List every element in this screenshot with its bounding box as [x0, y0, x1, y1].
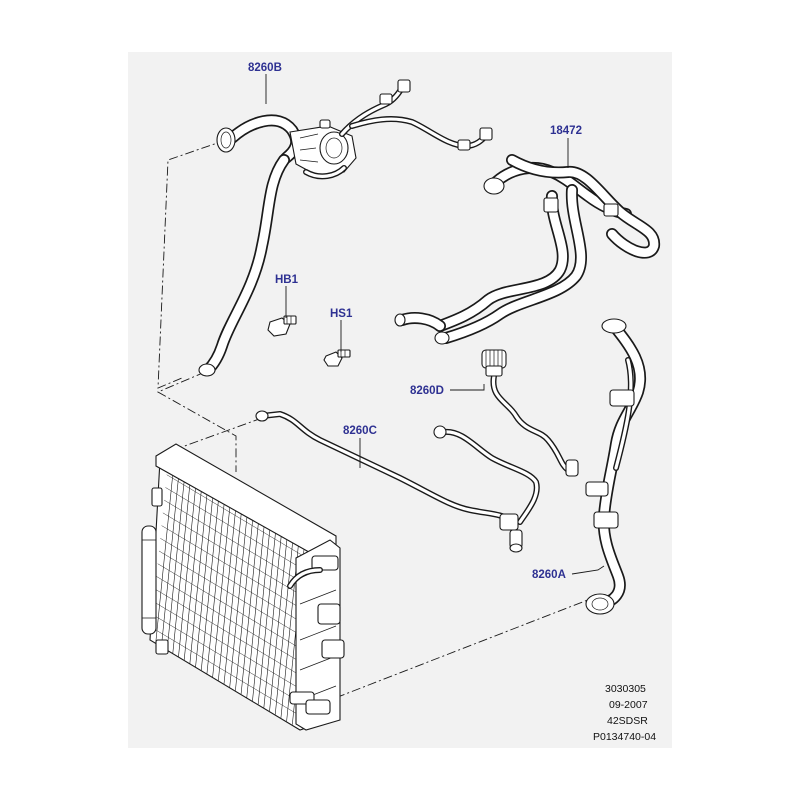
- callout-HB1[interactable]: HB1: [275, 274, 299, 286]
- radiator-fin-row: [160, 538, 309, 627]
- reference-line-2: 09-2007: [609, 699, 648, 711]
- hose-end-icon: [198, 363, 216, 377]
- clamp-icon: [216, 127, 236, 153]
- radiator[interactable]: [141, 443, 345, 731]
- radiator-fin-row: [157, 563, 306, 652]
- radiator-fin-row: [155, 588, 304, 678]
- callout-8260A[interactable]: 8260A: [532, 569, 566, 581]
- receiver-dryer-icon: [141, 525, 157, 635]
- reference-line-3: 42SDSR: [607, 715, 648, 727]
- callout-8260B[interactable]: 8260B: [248, 62, 282, 74]
- radiator-fin-row: [158, 550, 308, 640]
- callout-18472[interactable]: 18472: [550, 125, 582, 137]
- hose-8260A[interactable]: [585, 318, 647, 615]
- reference-line-4: P0134740-04: [593, 731, 656, 743]
- radiator-fins: [151, 465, 315, 725]
- bolt-HB1-icon[interactable]: [267, 315, 297, 337]
- radiator-fin-row: [153, 601, 302, 691]
- radiator-fin-row: [156, 576, 305, 665]
- hose-18472[interactable]: [394, 154, 661, 345]
- radiator-fin-row: [162, 512, 311, 602]
- radiator-fin-row: [164, 499, 313, 589]
- callout-8260D[interactable]: 8260D: [410, 385, 444, 397]
- radiator-fin-row: [151, 627, 300, 716]
- hose-8260D[interactable]: [481, 349, 579, 477]
- callout-HS1[interactable]: HS1: [330, 308, 353, 320]
- callout-labels: 8260B 18472 HB1 HS1 8260D 8260C 8260A: [248, 62, 582, 581]
- radiator-fin-row: [166, 474, 315, 563]
- hose-8260C[interactable]: [255, 410, 540, 553]
- leader-lines: [265, 74, 605, 575]
- callout-8260C[interactable]: 8260C: [343, 425, 377, 437]
- hose-8260B[interactable]: [198, 79, 493, 377]
- connection-lines: [156, 139, 599, 701]
- radiator-fin-row: [152, 614, 301, 703]
- reference-line-1: 3030305: [605, 683, 646, 695]
- reference-block: 3030305 09-2007 42SDSR P0134740-04: [593, 683, 656, 743]
- radiator-fin-row: [161, 525, 310, 614]
- radiator-fin-row: [165, 487, 314, 576]
